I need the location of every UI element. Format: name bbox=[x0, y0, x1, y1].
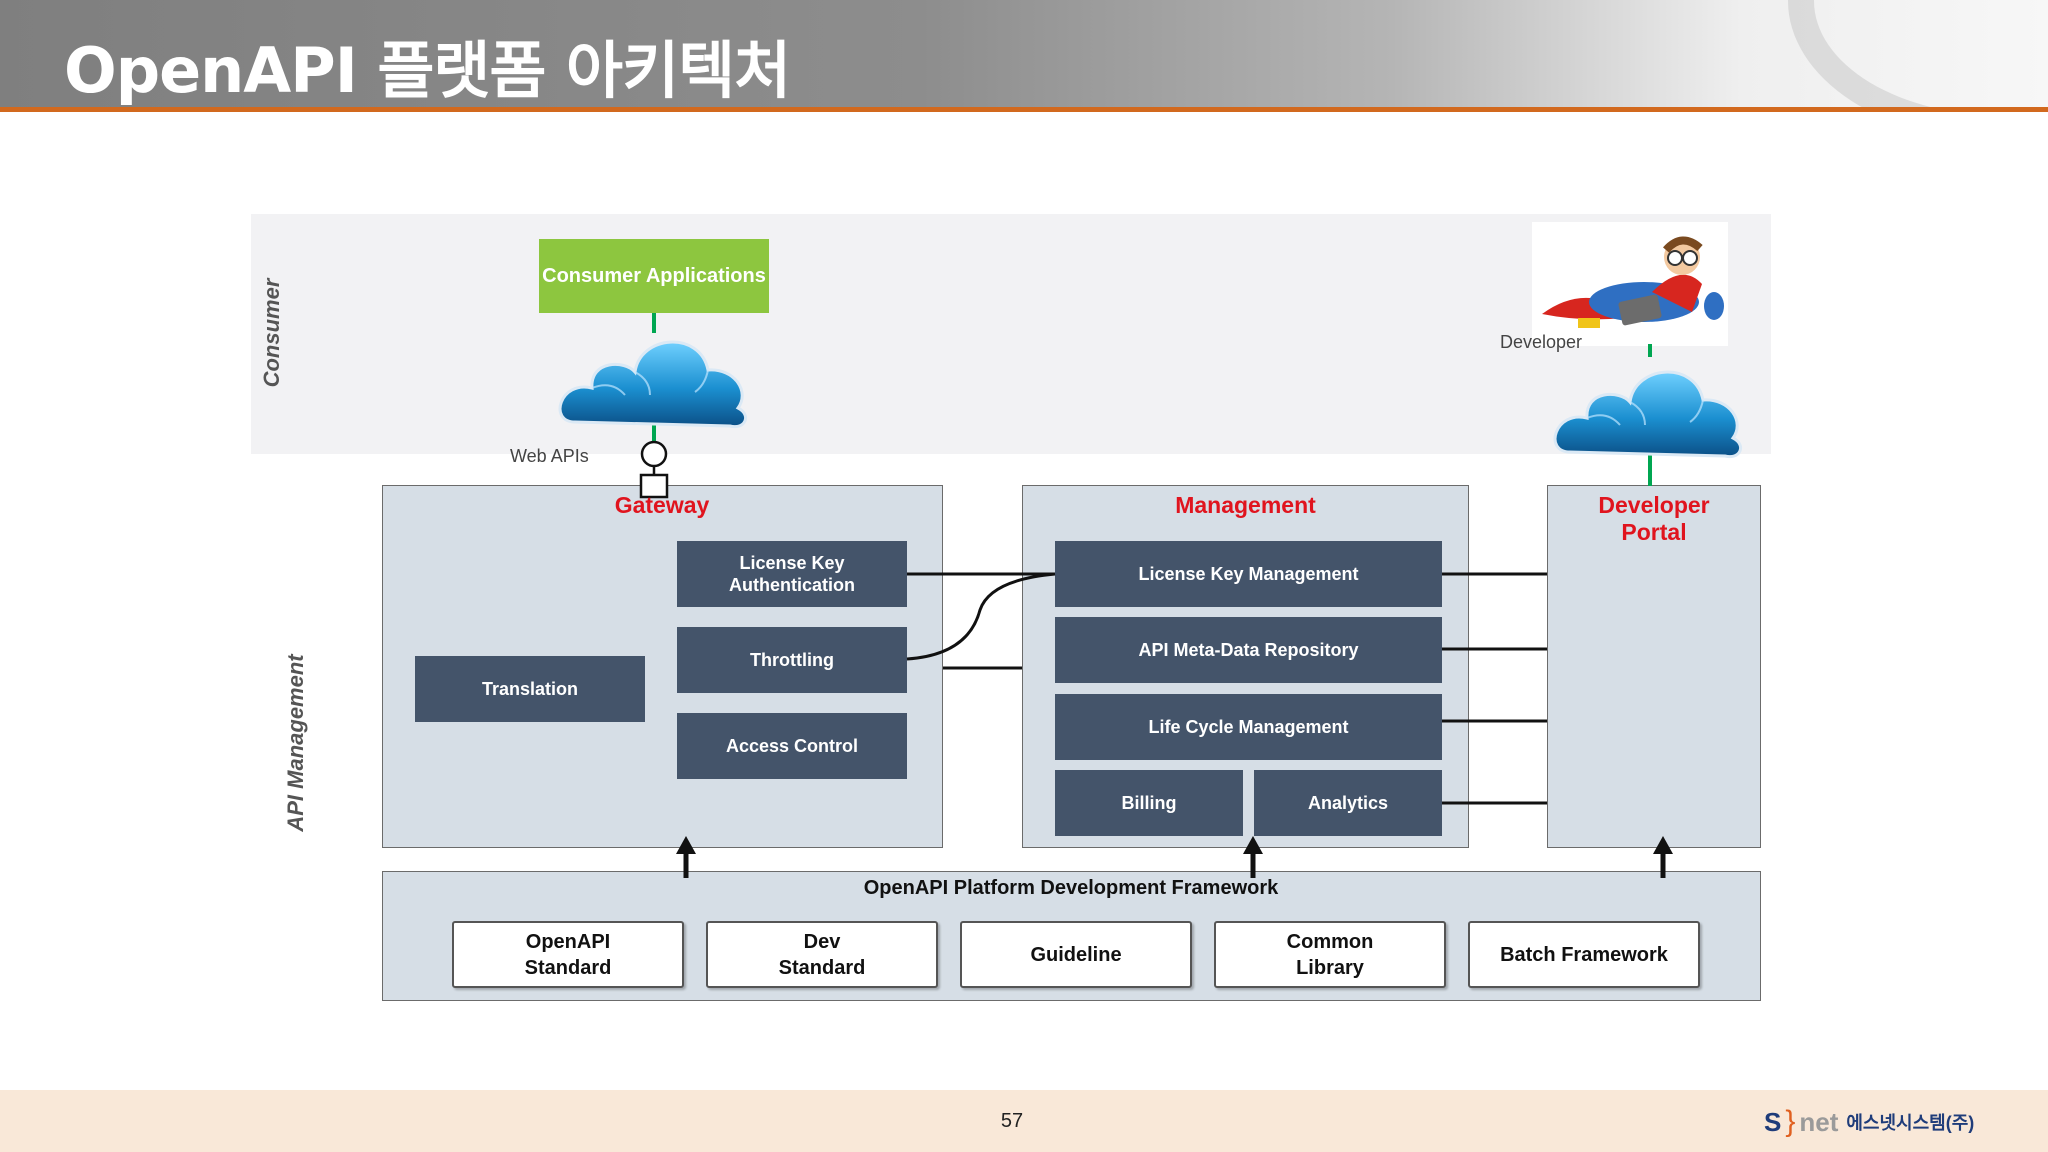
management-title: Management bbox=[1175, 492, 1316, 518]
developer-label: Developer bbox=[1500, 332, 1583, 352]
life-cycle-management-box: Life Cycle Management bbox=[1055, 694, 1442, 760]
openapi-standard-box: OpenAPI Standard bbox=[452, 921, 684, 988]
billing-box: Billing bbox=[1055, 770, 1243, 836]
logo-company-name: 에스넷시스템(주) bbox=[1846, 1113, 1975, 1133]
throttling-box: Throttling bbox=[677, 627, 907, 693]
company-logo: S } net 에스넷시스템(주) bbox=[1764, 1105, 1975, 1138]
batch-framework-box: Batch Framework bbox=[1468, 921, 1700, 988]
developer-superhero-icon bbox=[1532, 222, 1728, 346]
framework-title: OpenAPI Platform Development Framework bbox=[863, 877, 1279, 899]
web-apis-label: Web APIs bbox=[510, 446, 589, 466]
developer-portal-title: Developer Portal bbox=[1598, 492, 1710, 545]
page-title: OpenAPI 플랫폼 아키텍처 bbox=[64, 34, 791, 107]
common-library-box: Common Library bbox=[1214, 921, 1446, 988]
logo-net: net bbox=[1799, 1106, 1839, 1137]
footer-bar bbox=[0, 1090, 2048, 1152]
logo-brace-icon: } bbox=[1785, 1105, 1796, 1138]
title-bar: OpenAPI 플랫폼 아키텍처 bbox=[0, 0, 2048, 108]
decorative-swoosh bbox=[1728, 0, 2048, 108]
access-control-box: Access Control bbox=[677, 713, 907, 779]
logo-s: S bbox=[1764, 1106, 1782, 1137]
consumer-applications-box: Consumer Applications bbox=[539, 239, 769, 313]
license-key-authentication-box: License Key Authentication bbox=[677, 541, 907, 607]
developer-portal-panel bbox=[1547, 485, 1761, 848]
page-number: 57 bbox=[1000, 1110, 1024, 1132]
license-key-management-box: License Key Management bbox=[1055, 541, 1442, 607]
translation-box: Translation bbox=[415, 656, 645, 722]
dev-standard-box: Dev Standard bbox=[706, 921, 938, 988]
gateway-title: Gateway bbox=[614, 492, 710, 518]
api-metadata-repository-box: API Meta-Data Repository bbox=[1055, 617, 1442, 683]
api-management-side-label: API Management bbox=[283, 654, 308, 832]
consumer-side-label: Consumer bbox=[259, 278, 284, 388]
consumer-band bbox=[251, 214, 1771, 454]
analytics-box: Analytics bbox=[1254, 770, 1442, 836]
title-underline bbox=[0, 107, 2048, 112]
guideline-box: Guideline bbox=[960, 921, 1192, 988]
